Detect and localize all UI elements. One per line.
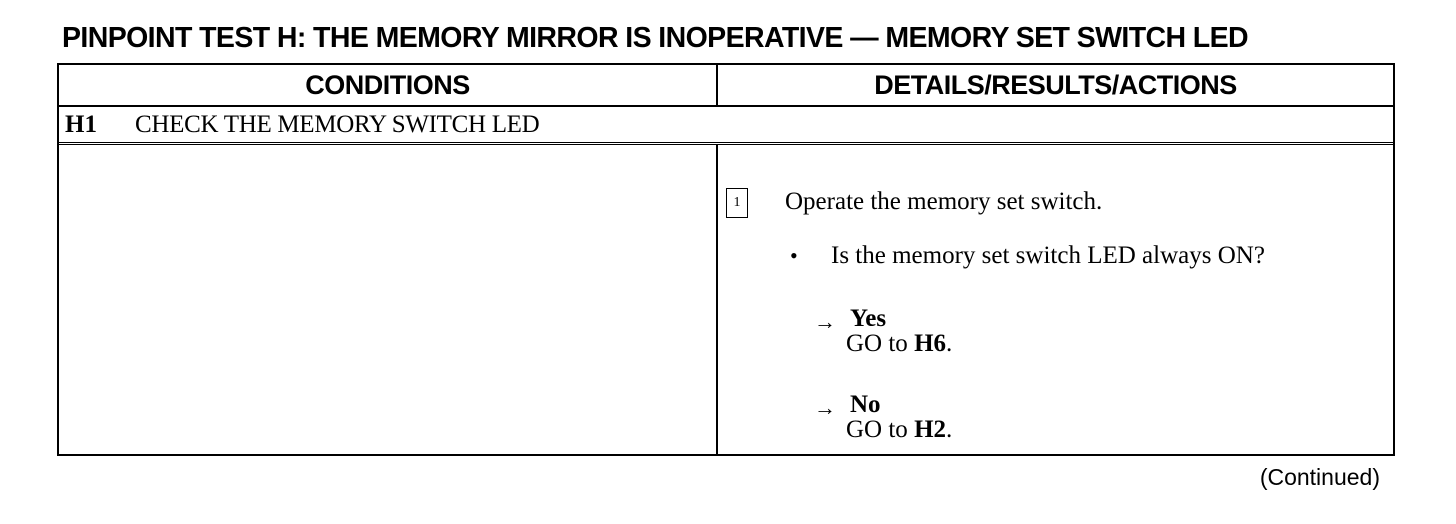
arrow-right-icon: → (814, 395, 836, 420)
bullet-icon: • (790, 243, 798, 268)
step-number-box: 1 (726, 188, 748, 218)
answer-no-label: No (850, 391, 881, 418)
step-heading: CHECK THE MEMORY SWITCH LED (135, 110, 540, 138)
pinpoint-test-table: CONDITIONS DETAILS/RESULTS/ACTIONS H1 CH… (57, 63, 1395, 456)
header-details: DETAILS/RESULTS/ACTIONS (874, 69, 1237, 100)
answer-no-action-prefix: GO to (846, 416, 915, 443)
table-header-row: CONDITIONS DETAILS/RESULTS/ACTIONS (59, 65, 1393, 107)
step-heading-row: H1 CHECK THE MEMORY SWITCH LED (59, 107, 1393, 145)
step-id: H1 (65, 110, 97, 138)
answer-yes-action-prefix: GO to (846, 330, 915, 357)
question-text: Is the memory set switch LED always ON? (831, 242, 1265, 269)
answer-yes-action: GO to H6. (846, 330, 952, 358)
continued-label: (Continued) (1259, 464, 1380, 490)
answer-no-target: H2 (914, 416, 947, 443)
details-cell: 1 Operate the memory set switch. • Is th… (718, 145, 1393, 454)
arrow-right-icon: → (814, 309, 836, 334)
answer-yes-action-suffix: . (946, 330, 953, 357)
header-conditions: CONDITIONS (59, 65, 718, 105)
answer-yes-target: H6 (914, 330, 947, 357)
page-title: PINPOINT TEST H: THE MEMORY MIRROR IS IN… (62, 22, 1249, 54)
answer-no-action: GO to H2. (846, 416, 952, 444)
conditions-cell (59, 145, 718, 454)
answer-no-action-suffix: . (946, 416, 953, 443)
instruction-text: Operate the memory set switch. (785, 188, 1103, 215)
answer-yes-label: Yes (850, 305, 887, 332)
